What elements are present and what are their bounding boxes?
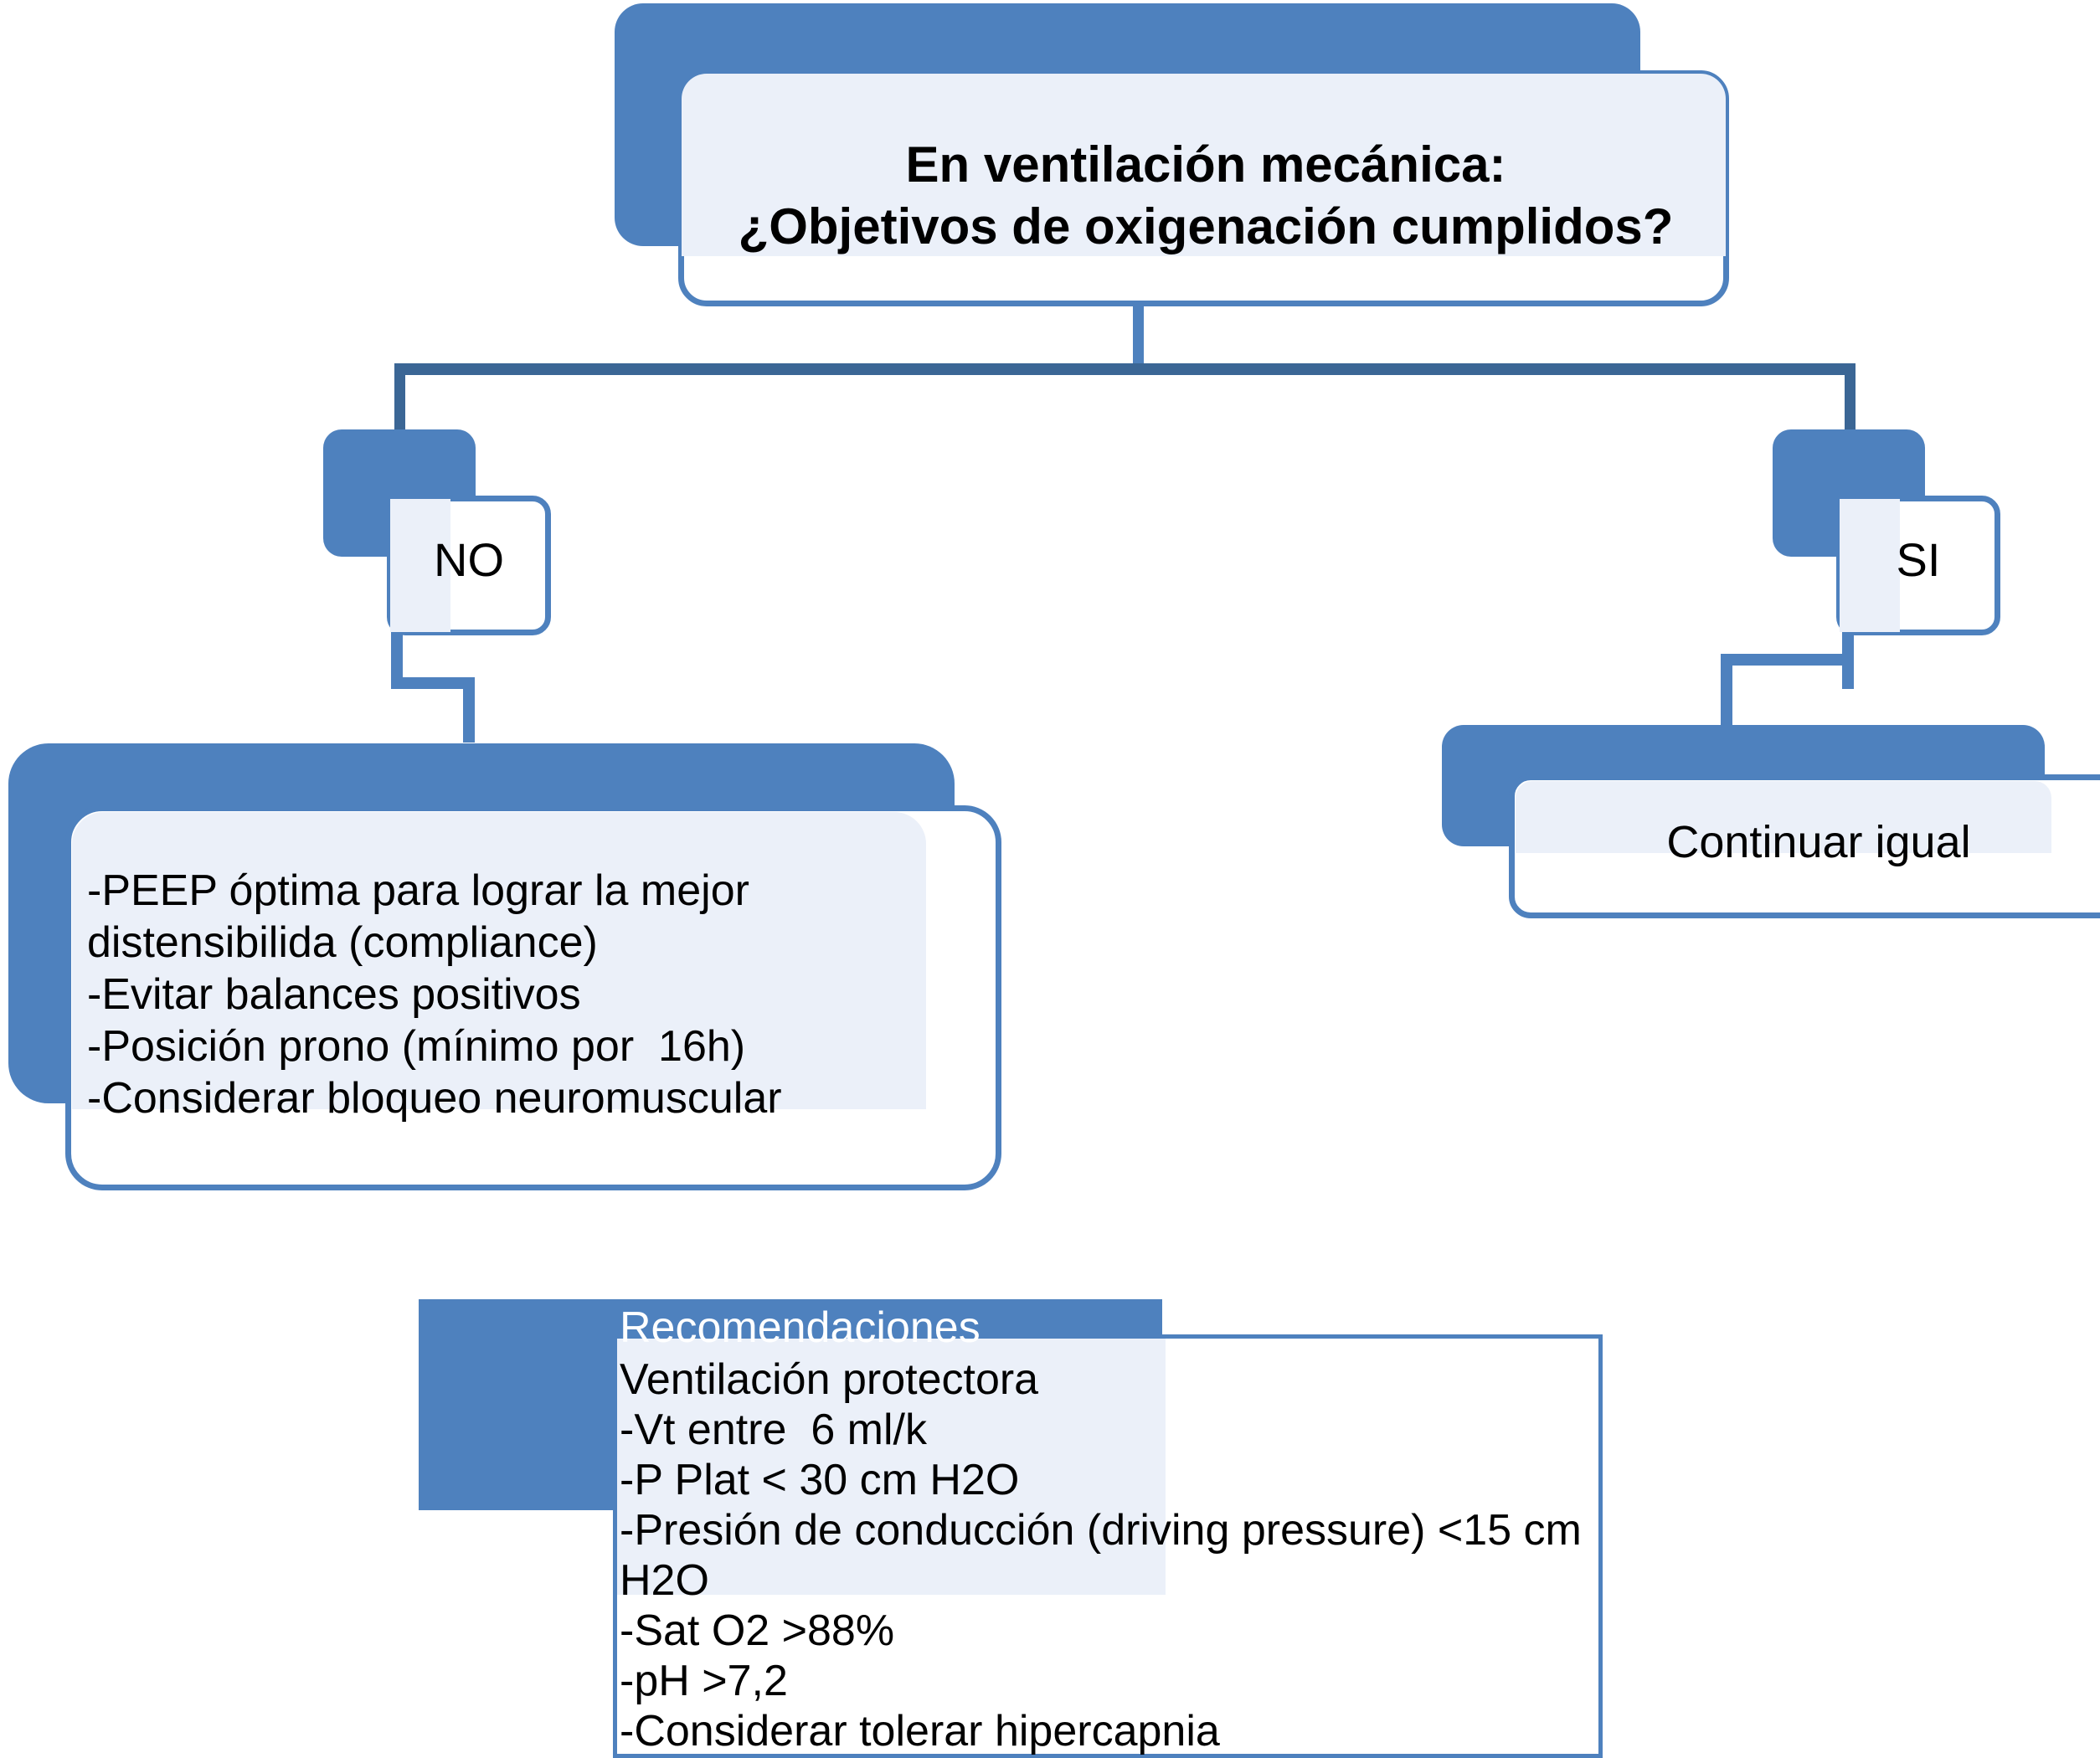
peep-actions-text-fill bbox=[72, 812, 926, 1109]
recomendaciones-header: Recomendaciones bbox=[620, 1303, 981, 1352]
continue-same-text-fill bbox=[1516, 781, 2051, 853]
connector-no-vertical-upper bbox=[391, 632, 403, 689]
connector-drop-no bbox=[394, 363, 405, 432]
connector-si-vertical-lower bbox=[1721, 654, 1732, 726]
question-text-fill bbox=[682, 74, 1726, 256]
connector-branch-bus bbox=[394, 363, 1856, 375]
connector-no-horizontal bbox=[391, 677, 475, 689]
continue-same-label: Continuar igual bbox=[1666, 817, 1971, 867]
branch-si-text-fill bbox=[1840, 499, 1900, 632]
connector-drop-si bbox=[1845, 363, 1856, 432]
branch-no-text-fill bbox=[390, 499, 450, 632]
connector-question-stub bbox=[1133, 306, 1144, 368]
question-label: En ventilación mecánica: ¿Objetivos de o… bbox=[738, 136, 1674, 254]
branch-si-label: SI bbox=[1896, 533, 1941, 586]
connector-si-horizontal bbox=[1721, 654, 1854, 666]
peep-actions-label: -PEEP óptima para lograr la mejor disten… bbox=[87, 866, 782, 1123]
branch-no-label: NO bbox=[434, 533, 504, 586]
recomendaciones-body: Ventilación protectora -Vt entre 6 ml/k … bbox=[620, 1355, 1582, 1755]
recomendaciones-text-fill bbox=[617, 1339, 1166, 1595]
connector-no-vertical-lower bbox=[463, 677, 475, 743]
